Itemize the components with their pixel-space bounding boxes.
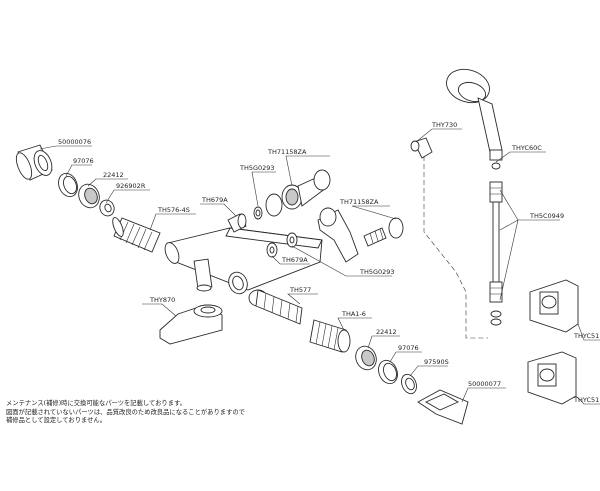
ring-part-97590S [401, 373, 417, 395]
label-97076-left: 97076 [73, 157, 94, 165]
washer-part-926902R [99, 199, 115, 217]
label-TH5G0293-lower: TH5G0293 [359, 268, 395, 276]
ring-part-22412-left [78, 183, 100, 209]
label-TH5C0949: TH5C0949 [529, 212, 564, 220]
leader-lines [39, 128, 600, 405]
ring-part-22412-right [355, 345, 377, 371]
end-cap-part-50000076 [15, 144, 53, 181]
label-THY870: THY870 [149, 296, 175, 304]
union-part-TH71158ZA-upper [265, 169, 331, 217]
fitting-part-TH679A-lower [266, 242, 278, 258]
label-THYC60C: THYC60C [511, 144, 542, 152]
label-TH71158ZA-lower: TH71158ZA [339, 198, 379, 206]
label-THA1-6: THA1-6 [341, 310, 366, 318]
washer-part-TH5G0293-lower [286, 232, 298, 248]
label-THYC51-upper: THYC51 [573, 332, 599, 340]
hose-part-TH5C0949 [489, 181, 503, 326]
label-TH5G0293-upper: TH5G0293 [239, 164, 275, 172]
label-97076-right: 97076 [398, 344, 419, 352]
handle-part-50000077 [417, 389, 469, 425]
washer-part-TH5G0293-upper [253, 206, 263, 220]
bracket-part-THYC51-lower [527, 351, 577, 405]
bracket-part-THYC51-upper [529, 279, 579, 333]
label-THYC51-lower: THYC51 [573, 396, 599, 404]
label-TH576-4S: TH576-4S [157, 206, 190, 214]
elbow-part-THY730 [410, 137, 433, 159]
label-97590S: 97590S [424, 358, 449, 366]
hose-connection-dash [423, 156, 488, 339]
label-TH679A-lower: TH679A [281, 256, 308, 264]
cartridge-part-THA1-6 [309, 319, 351, 353]
cartridge-part-TH576-4S [112, 217, 161, 253]
note-line: 図面が記載されていないパーツは、品質改良のため改良品になることがありますので [6, 408, 245, 416]
label-THY730: THY730 [431, 121, 457, 129]
ring-part-97076-right [378, 359, 398, 385]
maintenance-note: メンテナンス(補修)時に交換可能なパーツを記載しております。 図面が記載されてい… [6, 400, 256, 426]
ring-part-97076-left [58, 172, 78, 198]
label-22412-left: 22412 [103, 171, 124, 179]
elbow-part-TH71158ZA-lower [317, 207, 404, 263]
shower-head-part-THYC60C [446, 68, 503, 161]
note-line: メンテナンス(補修)時に交換可能なパーツを記載しております。 [6, 400, 186, 407]
label-22412-right: 22412 [376, 328, 397, 336]
cartridge-part-TH577 [248, 289, 303, 325]
label-50000077: 50000077 [468, 380, 501, 388]
valve-body [164, 227, 323, 295]
note-line: 補修品として設定しておりません。 [6, 417, 106, 424]
label-926902R: 926902R [116, 182, 146, 190]
spout-part-THY870 [159, 304, 223, 345]
ring-part-THYC60C [491, 162, 501, 170]
label-50000076: 50000076 [58, 138, 91, 146]
label-TH577: TH577 [289, 286, 311, 294]
label-TH71158ZA-upper: TH71158ZA [267, 148, 307, 156]
label-TH679A-upper: TH679A [201, 196, 228, 204]
